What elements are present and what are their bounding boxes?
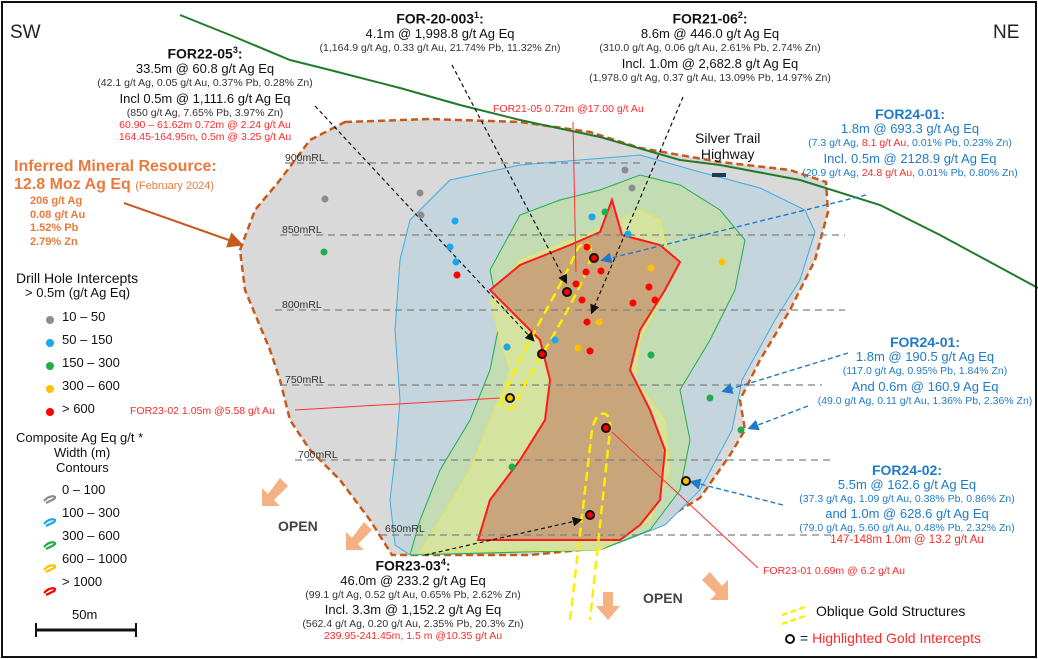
blue-leader-arrows [600, 194, 867, 506]
highlighted-intercept-legend-icon [785, 634, 795, 644]
open-label-left: OPEN [278, 518, 318, 534]
gold-label-for23-02: FOR23-02 1.05m @5.58 g/t Au [130, 405, 275, 417]
highway-marker [712, 173, 726, 177]
callout-for21-06: FOR21-062: 8.6m @ 446.0 g/t Ag Eq (310.0… [589, 10, 831, 84]
compass-sw: SW [10, 22, 41, 43]
open-arrow-icon [262, 478, 288, 506]
gold-label-leaders [294, 121, 759, 569]
level-900: 900mRL [285, 152, 325, 164]
callout-for24-01-upper: FOR24-01: 1.8m @ 693.3 g/t Ag Eq (7.3 g/… [802, 106, 1018, 180]
callout-for20-003: FOR-20-0031: 4.1m @ 1,998.8 g/t Ag Eq (1… [319, 10, 561, 54]
callout-for24-01-lower: FOR24-01: 1.8m @ 190.5 g/t Ag Eq (117.0 … [817, 334, 1033, 408]
open-arrow-icon [596, 592, 620, 620]
resource-leader-arrow [123, 202, 244, 248]
gold-structure-legend-swatch [781, 605, 806, 626]
intercept-legend: Drill Hole Intercepts > 0.5m (g/t Ag Eq)… [16, 270, 139, 417]
drill-intercepts [320, 166, 745, 520]
topography-line [179, 14, 1038, 289]
scale-label: 50m [72, 607, 98, 622]
compass-ne: NE [993, 22, 1020, 43]
scale-bar [35, 623, 137, 637]
open-arrow-icon [346, 522, 372, 550]
open-label-right: OPEN [643, 590, 683, 606]
level-750: 750mRL [285, 374, 325, 386]
gold-label-for21-05: FOR21-05 0.72m @17.00 g/t Au [493, 103, 644, 115]
level-650: 650mRL [385, 523, 425, 535]
callout-for24-02: FOR24-02: 5.5m @ 162.6 g/t Ag Eq (37.3 g… [799, 462, 1015, 547]
level-800: 800mRL [282, 299, 322, 311]
elevation-lines [275, 162, 845, 536]
callout-for23-03: FOR23-034: 46.0m @ 233.2 g/t Ag Eq (99.1… [302, 557, 524, 642]
open-arrows [262, 478, 728, 620]
level-850: 850mRL [282, 224, 322, 236]
gold-structures-legend-label: Oblique Gold Structures [816, 603, 966, 619]
contour-over-1000 [476, 196, 682, 541]
contour-legend: Composite Ag Eq g/t * Width (m) Contours… [16, 430, 144, 589]
open-arrow-icon [702, 572, 728, 600]
callout-for22-05: FOR22-053: 33.5m @ 60.8 g/t Ag Eq (42.1 … [97, 45, 313, 143]
resource-summary: Inferred Mineral Resource: 12.8 Moz Ag E… [14, 158, 217, 249]
contour-legend-swatches [43, 495, 57, 596]
hole-trace-arrows [314, 64, 684, 556]
gold-label-for23-01: FOR23-01 0.69m @ 6.2 g/t Au [763, 565, 905, 577]
level-700: 700mRL [298, 449, 338, 461]
highlighted-intercepts-legend-label: = Highlighted Gold Intercepts [800, 630, 981, 646]
intercept-legend-dots [46, 316, 54, 416]
